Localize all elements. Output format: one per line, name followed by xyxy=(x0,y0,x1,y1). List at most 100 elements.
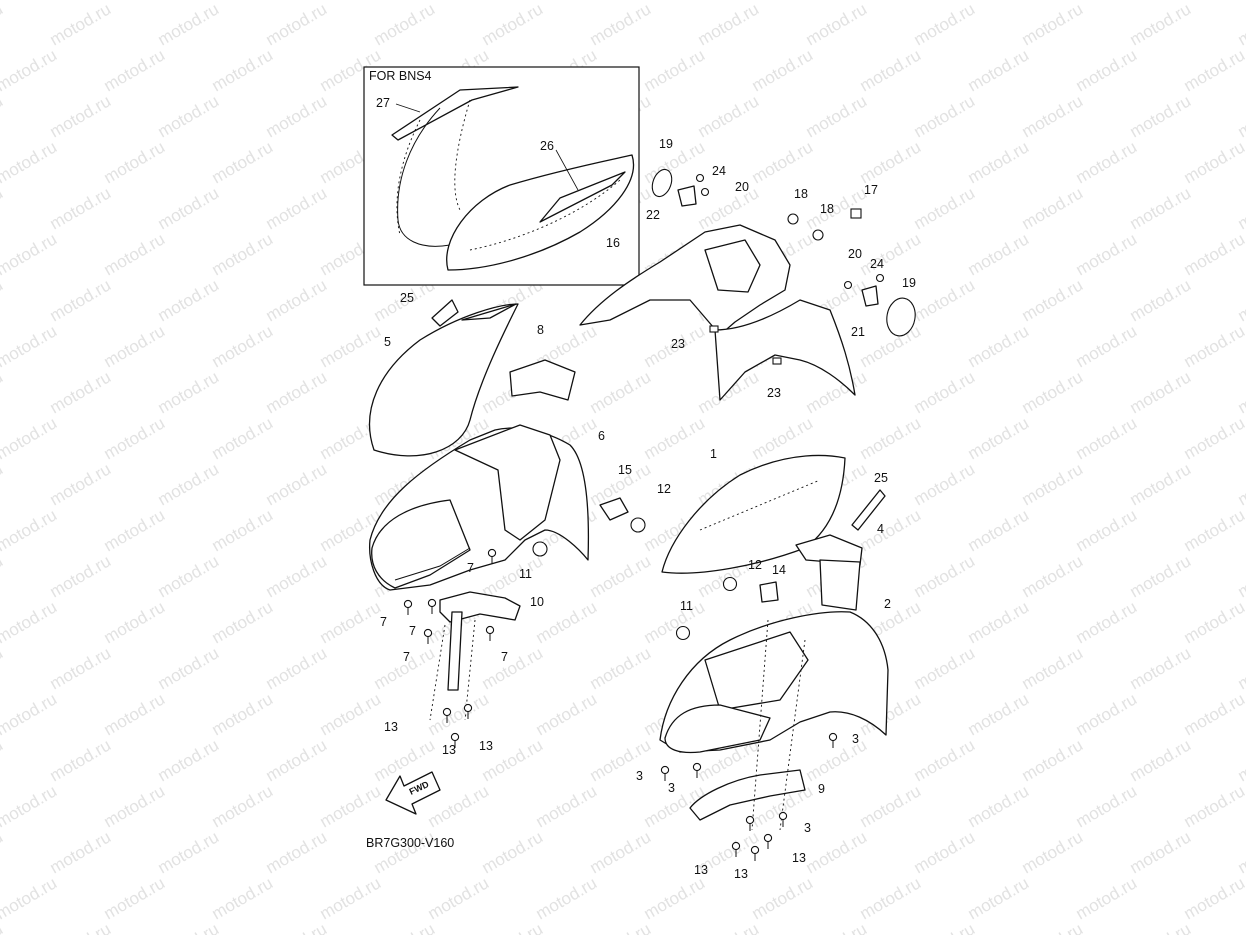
watermark-text: motod.ru xyxy=(1073,229,1141,279)
watermark-text: motod.ru xyxy=(0,91,6,141)
watermark-text: motod.ru xyxy=(1127,183,1195,233)
callout-c7b: 7 xyxy=(409,624,416,638)
watermark-text: motod.ru xyxy=(965,137,1033,187)
watermark-text: motod.ru xyxy=(1127,275,1195,325)
part-27-decal xyxy=(391,86,519,141)
screw-icon xyxy=(763,833,773,843)
watermark-text: motod.ru xyxy=(155,643,223,693)
watermark-text: motod.ru xyxy=(587,919,655,935)
screw-layer xyxy=(403,548,838,861)
watermark-text: motod.ru xyxy=(1073,689,1141,739)
watermark-text: motod.ru xyxy=(47,91,115,141)
watermark-text: motod.ru xyxy=(857,781,925,831)
watermark-text: motod.ru xyxy=(101,137,169,187)
watermark-text: motod.ru xyxy=(965,781,1033,831)
watermark-text: motod.ru xyxy=(911,367,979,417)
watermark-text: motod.ru xyxy=(1019,91,1087,141)
watermark-text: motod.ru xyxy=(317,0,385,3)
watermark-text: motod.ru xyxy=(101,413,169,463)
watermark-text: motod.ru xyxy=(155,91,223,141)
watermark-text: motod.ru xyxy=(479,0,547,49)
watermark-text: motod.ru xyxy=(1127,735,1195,785)
screw-icon xyxy=(427,598,437,608)
watermark-text: motod.ru xyxy=(533,873,601,923)
watermark-text: motod.ru xyxy=(47,735,115,785)
watermark-text: motod.ru xyxy=(749,0,817,3)
screw-icon xyxy=(403,599,413,609)
watermark-text: motod.ru xyxy=(1019,367,1087,417)
watermark-text: motod.ru xyxy=(965,413,1033,463)
callout-c8: 8 xyxy=(537,323,544,337)
callout-c22: 22 xyxy=(646,208,660,222)
watermark-text: motod.ru xyxy=(695,91,763,141)
watermark-text: motod.ru xyxy=(803,91,871,141)
callout-c12b: 12 xyxy=(748,558,762,572)
watermark-text: motod.ru xyxy=(965,229,1033,279)
callout-c13f: 13 xyxy=(792,851,806,865)
watermark-text: motod.ru xyxy=(803,735,871,785)
watermark-text: motod.ru xyxy=(0,367,6,417)
watermark-text: motod.ru xyxy=(1235,735,1246,785)
watermark-text: motod.ru xyxy=(209,873,277,923)
watermark-text: motod.ru xyxy=(1019,735,1087,785)
callout-c27: 27 xyxy=(376,96,390,110)
watermark-text: motod.ru xyxy=(0,413,60,463)
watermark-text: motod.ru xyxy=(0,873,60,923)
part-19-reflector-right xyxy=(886,297,916,337)
callout-c21: 21 xyxy=(851,325,865,339)
watermark-text: motod.ru xyxy=(1073,137,1141,187)
watermark-text: motod.ru xyxy=(1181,0,1246,3)
watermark-text: motod.ru xyxy=(155,0,223,49)
watermark-text: motod.ru xyxy=(1019,275,1087,325)
drawing-code: BR7G300-V160 xyxy=(366,836,454,850)
watermark-text: motod.ru xyxy=(1019,0,1087,49)
callout-c19b: 19 xyxy=(902,276,916,290)
part-16-lamp-housing xyxy=(704,239,761,293)
watermark-text: motod.ru xyxy=(695,919,763,935)
watermark-text: motod.ru xyxy=(1181,137,1246,187)
callout-c13a: 13 xyxy=(384,720,398,734)
watermark-text: motod.ru xyxy=(911,919,979,935)
screw-icon xyxy=(692,762,702,772)
callout-c5: 5 xyxy=(384,335,391,349)
watermark-text: motod.ru xyxy=(209,413,277,463)
part-6-inner-panel xyxy=(454,424,561,541)
watermark-text: motod.ru xyxy=(965,597,1033,647)
watermark-text: motod.ru xyxy=(1181,45,1246,95)
watermark-text: motod.ru xyxy=(101,781,169,831)
part-14-clip xyxy=(759,581,779,603)
callout-c23b: 23 xyxy=(767,386,781,400)
watermark-text: motod.ru xyxy=(965,505,1033,555)
watermark-text: motod.ru xyxy=(911,0,979,49)
watermark-text: motod.ru xyxy=(479,919,547,935)
watermark-text: motod.ru xyxy=(425,689,493,739)
watermark-text: motod.ru xyxy=(911,91,979,141)
watermark-text: motod.ru xyxy=(965,873,1033,923)
screw-icon xyxy=(487,548,497,558)
watermark-text: motod.ru xyxy=(641,873,709,923)
watermark-text: motod.ru xyxy=(371,919,439,935)
watermark-text: motod.ru xyxy=(47,551,115,601)
watermark-text: motod.ru xyxy=(425,873,493,923)
part-19-reflector-left xyxy=(651,168,673,198)
watermark-text: motod.ru xyxy=(263,551,331,601)
watermark-text: motod.ru xyxy=(155,551,223,601)
part-26-decal xyxy=(539,171,626,223)
part-18-grommet-a xyxy=(787,213,799,225)
callout-c2: 2 xyxy=(884,597,891,611)
callout-c10: 10 xyxy=(530,595,544,609)
callout-c3a: 3 xyxy=(852,732,859,746)
part-17-nut xyxy=(850,208,862,219)
watermark-text: motod.ru xyxy=(209,781,277,831)
watermark-text: motod.ru xyxy=(155,459,223,509)
watermark-text: motod.ru xyxy=(1019,551,1087,601)
callout-c25a: 25 xyxy=(400,291,414,305)
watermark-text: motod.ru xyxy=(263,459,331,509)
screw-icon xyxy=(778,811,788,821)
hidden-line xyxy=(464,619,476,721)
watermark-text: motod.ru xyxy=(803,919,871,935)
screw-icon xyxy=(731,841,741,851)
watermark-text: motod.ru xyxy=(1235,0,1246,49)
watermark-text: motod.ru xyxy=(1235,827,1246,877)
